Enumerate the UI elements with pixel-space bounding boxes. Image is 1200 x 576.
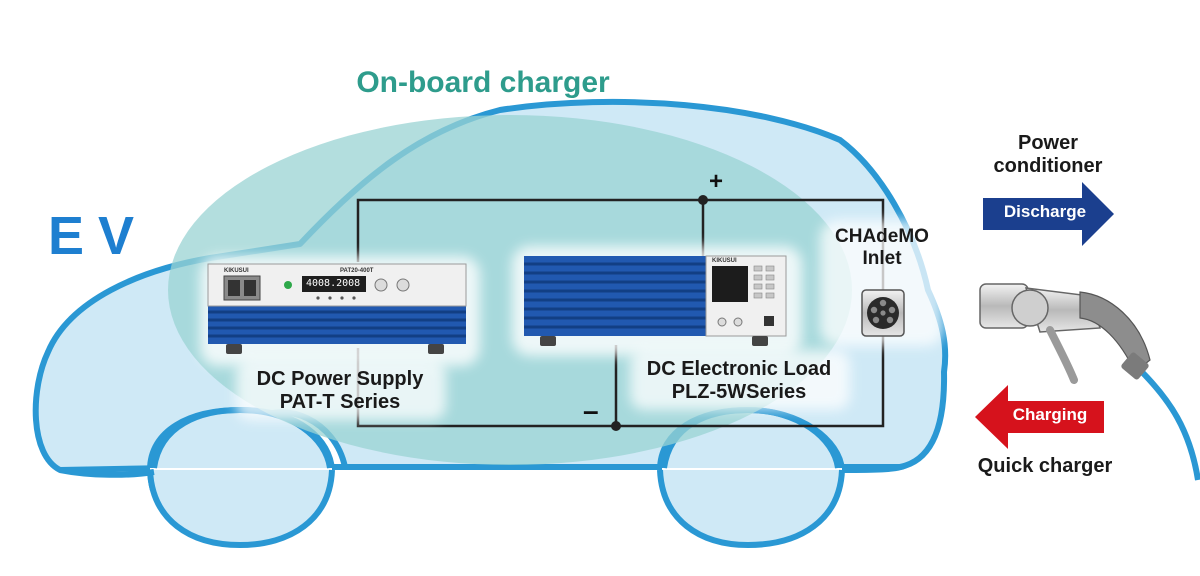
chademo-inlet-word: Inlet xyxy=(862,247,902,269)
front-wheel-lower xyxy=(657,469,845,549)
ev-label: EV xyxy=(48,206,149,266)
power-supply-label: DC Power Supply PAT-T Series xyxy=(240,368,440,414)
quick-charger-connector xyxy=(979,283,1200,481)
on-board-charger-title: On-board charger xyxy=(356,66,610,99)
negative-sign: – xyxy=(583,395,599,426)
quick-charger-label: Quick charger xyxy=(977,455,1113,477)
load-brand-badge: KIKUSUI xyxy=(712,258,737,264)
rear-bumper xyxy=(59,467,155,478)
power-supply-name: DC Power Supply xyxy=(256,368,424,390)
power-supply-series: PAT-T Series xyxy=(279,391,401,413)
load-label-glow xyxy=(630,350,850,410)
positive-sign: + xyxy=(709,168,724,195)
discharge-arrow xyxy=(983,182,1114,246)
positive-node xyxy=(698,195,708,205)
chademo-inlet xyxy=(861,289,905,337)
discharge-label: Discharge xyxy=(1003,202,1087,221)
electronic-load-series: PLZ-5WSeries xyxy=(671,381,807,403)
dc-electronic-load xyxy=(524,255,787,346)
power-conditioner-line2: conditioner xyxy=(993,155,1103,177)
psu-display-readout: 4008.2008 xyxy=(306,278,361,289)
dc-power-supply xyxy=(207,263,467,354)
psu-model-label: PAT20-400T xyxy=(340,268,374,274)
charging-label: Charging xyxy=(1012,405,1088,424)
rear-wheel-lower xyxy=(147,469,335,549)
front-bumper xyxy=(841,462,908,473)
power-conditioner-label: Power conditioner xyxy=(958,132,1138,178)
electronic-load-name: DC Electronic Load xyxy=(646,358,832,380)
psu-brand-badge: KIKUSUI xyxy=(224,268,249,274)
chademo-inlet-name: CHAdeMO xyxy=(835,226,929,247)
power-conditioner-line1: Power xyxy=(1017,132,1079,154)
charging-arrow xyxy=(975,385,1104,449)
chademo-inlet-label: CHAdeMO Inlet xyxy=(822,226,942,270)
inlet-glow xyxy=(820,220,944,346)
negative-node xyxy=(611,421,621,431)
psu-label-glow xyxy=(236,360,446,420)
electronic-load-label: DC Electronic Load PLZ-5WSeries xyxy=(622,358,856,404)
